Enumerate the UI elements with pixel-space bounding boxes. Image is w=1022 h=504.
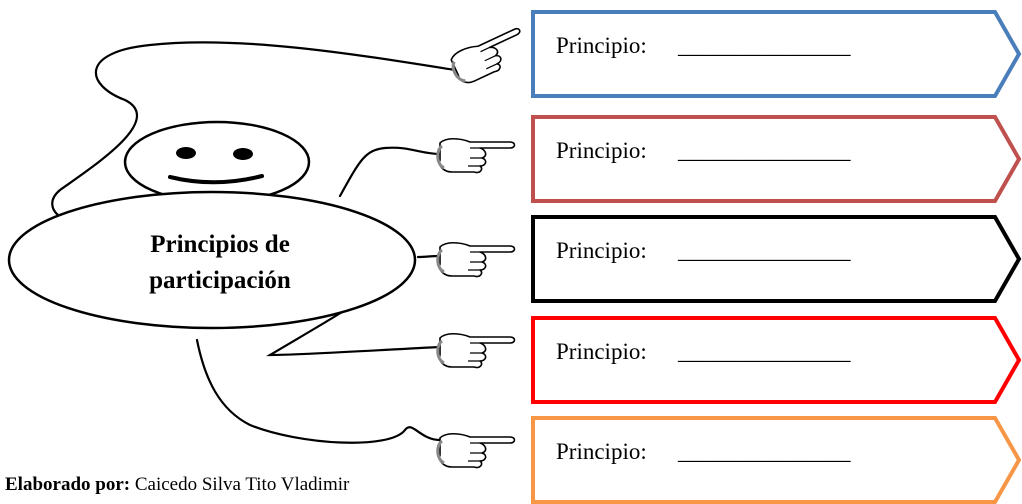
principle-blank-field: _______________ xyxy=(677,339,851,364)
center-title-line1: Principios de xyxy=(150,231,290,258)
principle-box-2: Principio: _______________ xyxy=(531,115,1022,203)
principle-label: Principio: xyxy=(556,439,647,464)
pointing-hand-icon xyxy=(436,332,516,369)
principle-label: Principio: xyxy=(556,138,647,163)
principle-blank-field: _______________ xyxy=(677,439,851,464)
credit-author: Caicedo Silva Tito Vladimir xyxy=(134,474,350,495)
principle-blank-field: _______________ xyxy=(677,138,851,163)
principle-box-shape xyxy=(531,215,1022,303)
connector-line-2 xyxy=(338,146,442,198)
principle-box-3: Principio: _______________ xyxy=(531,215,1022,303)
pointing-hand-icon xyxy=(436,241,516,278)
principle-box-1: Principio: _______________ xyxy=(531,10,1022,98)
connector-line-4 xyxy=(266,305,442,357)
principle-box-shape xyxy=(531,416,1022,504)
principle-boxes: Principio: _______________ Principio: _____… xyxy=(531,10,1022,504)
principle-box-shape xyxy=(531,316,1022,404)
principle-box-4: Principio: _______________ xyxy=(531,316,1022,404)
principle-label: Principio: xyxy=(556,339,647,364)
credit-line: Elaborado por: Caicedo Silva Tito Vladim… xyxy=(5,474,349,496)
smiley-face-icon xyxy=(123,120,311,204)
principle-box-5: Principio: _______________ xyxy=(531,416,1022,504)
principle-label: Principio: xyxy=(556,238,647,263)
credit-label: Elaborado por: xyxy=(5,474,131,495)
connector-line-5 xyxy=(195,338,442,444)
principle-label: Principio: xyxy=(556,33,647,58)
pointing-hand-icon xyxy=(450,27,521,84)
principle-blank-field: _______________ xyxy=(677,238,851,263)
pointing-hand-icon xyxy=(436,137,516,174)
principle-box-shape xyxy=(531,115,1022,203)
principle-box-shape xyxy=(531,10,1022,98)
connector-lines xyxy=(51,41,457,444)
pointing-hands xyxy=(436,27,521,469)
pointing-hand-icon xyxy=(436,432,516,469)
center-title-line2: participación xyxy=(149,267,291,294)
center-node: Principios de participación xyxy=(7,190,417,330)
connector-line-1 xyxy=(51,41,457,217)
principle-blank-field: _______________ xyxy=(677,33,851,58)
